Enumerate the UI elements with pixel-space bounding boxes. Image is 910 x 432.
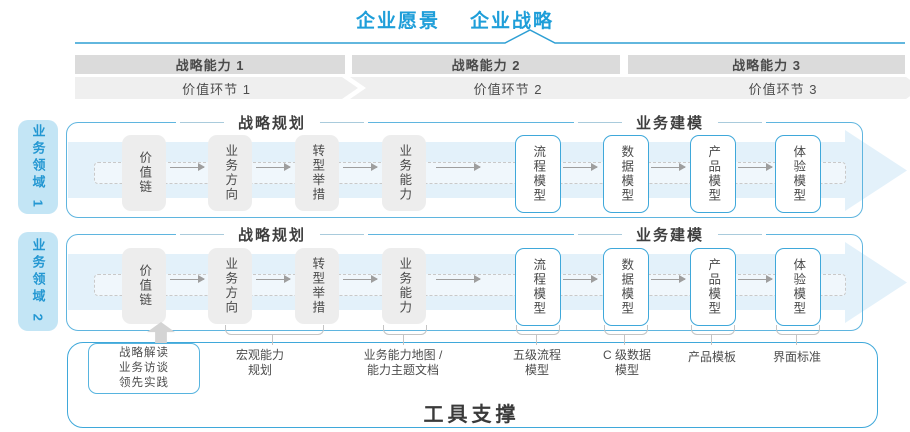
- bracket-capability-map: [383, 325, 427, 335]
- tool-label-ui-standard: 界面标准: [772, 350, 821, 364]
- header-line-right: [320, 233, 365, 235]
- node-transformation-initiatives: 转型举措: [295, 248, 339, 324]
- flow-band-arrowhead: [845, 242, 907, 323]
- tool-label-capability-map: 业务能力地图 / 能力主题文档: [363, 348, 443, 377]
- tool-support-container: [67, 342, 878, 428]
- flow-arrow-icon: [170, 162, 205, 171]
- flow-arrow-icon: [436, 162, 481, 171]
- business-domain-1-label: 业务领域 1: [18, 120, 58, 214]
- bracket-stub: [624, 334, 626, 345]
- flow-arrow-icon: [651, 274, 686, 283]
- node-data-model: 数据模型: [603, 248, 649, 326]
- node-experience-model: 体验模型: [775, 135, 821, 213]
- node-transformation-initiatives: 转型举措: [295, 135, 339, 211]
- top-rule-caret: [75, 29, 905, 44]
- flow-arrow-icon: [651, 162, 686, 171]
- flow-arrow-icon: [343, 274, 378, 283]
- capability-bar-1: 战略能力 1: [75, 55, 345, 74]
- flow-arrow-icon: [256, 162, 291, 171]
- section-header-planning: 战略规划: [175, 112, 369, 132]
- header-line-left: [577, 233, 622, 235]
- node-business-direction: 业务方向: [208, 248, 252, 324]
- tool-label-macro-capability: 宏观能力 规划: [235, 348, 284, 377]
- header-line-left: [179, 121, 224, 123]
- business-domain-2-label: 业务领域 2: [18, 232, 58, 331]
- value-link-2: 价值环节 2: [350, 77, 652, 99]
- flow-arrow-icon: [563, 274, 598, 283]
- domain-1-lane: 战略规划 业务建模 价值链 业务方向 转型举措 业务能力 流程模型 数据模型 产…: [66, 112, 907, 218]
- value-link-1: 价值环节 1: [75, 77, 358, 99]
- node-data-model: 数据模型: [603, 135, 649, 213]
- flow-arrow-icon: [256, 274, 291, 283]
- bracket-stub: [403, 334, 405, 345]
- node-business-capability: 业务能力: [382, 135, 426, 211]
- flow-arrow-icon: [170, 274, 205, 283]
- strategy-input-callout: 战略解读 业务访谈 领先实践: [88, 343, 200, 394]
- flow-arrow-icon: [563, 162, 598, 171]
- value-link-3: 价值环节 3: [630, 77, 910, 99]
- capability-bar-3: 战略能力 3: [628, 55, 905, 74]
- node-product-model: 产品模型: [690, 248, 736, 326]
- tool-label-data-model: C 级数据 模型: [602, 348, 651, 377]
- bracket-ui: [776, 325, 820, 335]
- bracket-macro-capability: [225, 325, 324, 335]
- capability-bar-2: 战略能力 2: [352, 55, 620, 74]
- bracket-process: [516, 325, 560, 335]
- flow-arrow-icon: [436, 274, 481, 283]
- bracket-product: [691, 325, 735, 335]
- header-line-left: [577, 121, 622, 123]
- node-business-capability: 业务能力: [382, 248, 426, 324]
- bracket-stub: [536, 334, 538, 345]
- node-process-model: 流程模型: [515, 135, 561, 213]
- header-line-right: [718, 121, 763, 123]
- tool-label-process-model: 五级流程 模型: [512, 348, 561, 377]
- bracket-data: [604, 325, 648, 335]
- node-process-model: 流程模型: [515, 248, 561, 326]
- flow-arrow-icon: [343, 162, 378, 171]
- node-value-chain: 价值链: [122, 248, 166, 324]
- node-business-direction: 业务方向: [208, 135, 252, 211]
- strategy-title: 企业战略: [470, 11, 555, 32]
- section-header-modeling: 业务建模: [573, 112, 767, 132]
- vision-title: 企业愿景: [355, 11, 440, 32]
- bracket-stub: [711, 334, 713, 345]
- section-header-planning: 战略规划: [175, 224, 369, 244]
- tool-label-product-template: 产品模板: [687, 350, 736, 364]
- header-line-right: [718, 233, 763, 235]
- header-line-left: [179, 233, 224, 235]
- node-product-model: 产品模型: [690, 135, 736, 213]
- page-title: 企业愿景 企业战略: [60, 6, 850, 33]
- header-line-right: [320, 121, 365, 123]
- bracket-stub: [272, 334, 274, 345]
- node-experience-model: 体验模型: [775, 248, 821, 326]
- flow-band-arrowhead: [845, 130, 907, 211]
- section-header-modeling: 业务建模: [573, 224, 767, 244]
- node-value-chain: 价值链: [122, 135, 166, 211]
- domain-2-lane: 战略规划 业务建模 价值链 业务方向 转型举措 业务能力 流程模型 数据模型 产…: [66, 224, 907, 331]
- flow-arrow-icon: [738, 274, 773, 283]
- tool-support-title: 工具支撑: [423, 404, 520, 426]
- bracket-stub: [796, 334, 798, 345]
- flow-arrow-icon: [738, 162, 773, 171]
